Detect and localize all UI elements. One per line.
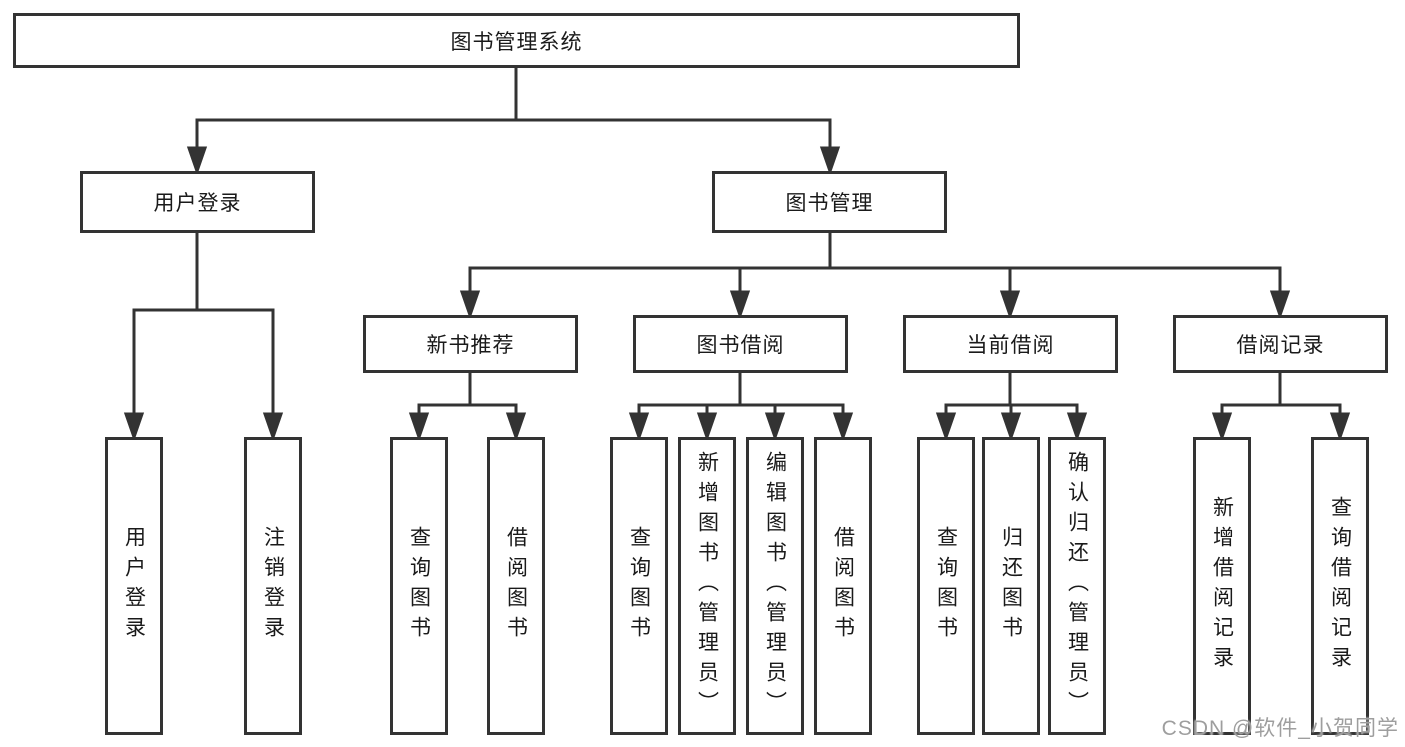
leaf-label: 查询图书 (407, 526, 431, 646)
leaf-query-books-borrowing: 查询图书 (610, 437, 668, 735)
leaf-label: 新增借阅记录 (1210, 496, 1234, 676)
leaf-query-borrow-record: 查询借阅记录 (1311, 437, 1369, 735)
leaf-add-borrow-record: 新增借阅记录 (1193, 437, 1251, 735)
leaf-add-books-admin: 新增图书（管理员） (678, 437, 736, 735)
node-user-login: 用户登录 (80, 171, 315, 233)
leaf-edit-books-admin: 编辑图书（管理员） (746, 437, 804, 735)
watermark-text: CSDN @软件_小贺同学 (1161, 717, 1399, 740)
leaf-query-books-current: 查询图书 (917, 437, 975, 735)
node-current-borrowing: 当前借阅 (903, 315, 1118, 373)
leaf-label: 编辑图书（管理员） (763, 451, 787, 721)
node-new-book-recommendation: 新书推荐 (363, 315, 578, 373)
leaf-label: 注销登录 (261, 526, 285, 646)
leaf-label: 归还图书 (999, 526, 1023, 646)
leaf-logout: 注销登录 (244, 437, 302, 735)
node-borrowing-records: 借阅记录 (1173, 315, 1388, 373)
leaf-label: 用户登录 (122, 526, 146, 646)
leaf-label: 查询图书 (627, 526, 651, 646)
leaf-label: 查询图书 (934, 526, 958, 646)
leaf-label: 确认归还（管理员） (1065, 451, 1089, 721)
leaf-return-books: 归还图书 (982, 437, 1040, 735)
leaf-label: 借阅图书 (504, 526, 528, 646)
leaf-borrow-books-recommend: 借阅图书 (487, 437, 545, 735)
node-library-system: 图书管理系统 (13, 13, 1020, 68)
node-book-borrowing: 图书借阅 (633, 315, 848, 373)
leaf-label: 借阅图书 (831, 526, 855, 646)
leaf-label: 查询借阅记录 (1328, 496, 1352, 676)
leaf-confirm-return-admin: 确认归还（管理员） (1048, 437, 1106, 735)
leaf-borrow-books-borrowing: 借阅图书 (814, 437, 872, 735)
node-book-management: 图书管理 (712, 171, 947, 233)
leaf-query-books-recommend: 查询图书 (390, 437, 448, 735)
leaf-label: 新增图书（管理员） (695, 451, 719, 721)
leaf-user-login: 用户登录 (105, 437, 163, 735)
